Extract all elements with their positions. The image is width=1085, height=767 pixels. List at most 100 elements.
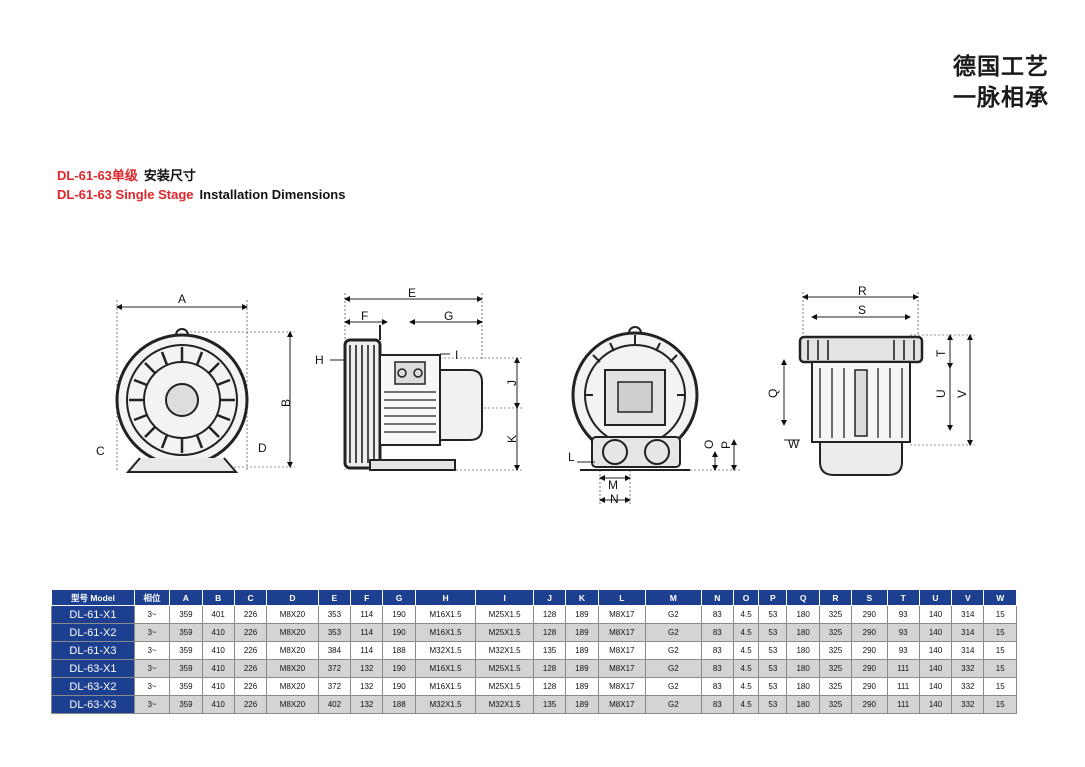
table-cell: M8X17	[597, 695, 647, 714]
heading-en-title: Installation Dimensions	[199, 187, 346, 202]
table-cell: 15	[983, 659, 1017, 678]
table-cell: 4.5	[732, 659, 760, 678]
table-cell: G2	[645, 641, 702, 660]
dim-label-u: U	[934, 389, 948, 398]
table-cell: 226	[233, 641, 268, 660]
model-cell: DL-61-X3	[51, 641, 135, 660]
table-cell: M25X1.5	[475, 605, 534, 624]
table-cell: 226	[233, 659, 268, 678]
table-cell: 190	[382, 677, 416, 696]
dim-label-w: W	[788, 437, 800, 451]
rear-view-drawing	[571, 326, 740, 505]
table-cell: 4.5	[732, 695, 760, 714]
dim-label-j: J	[505, 380, 519, 386]
table-cell: 128	[532, 605, 567, 624]
slogan-line-2: 一脉相承	[953, 85, 1049, 111]
column-header: 型号 Model	[51, 589, 135, 606]
table-cell: 372	[317, 677, 352, 696]
table-cell: 3~	[133, 659, 171, 678]
table-cell: 290	[851, 623, 888, 642]
column-header: V	[951, 589, 985, 606]
column-header: W	[983, 589, 1017, 606]
column-header: 相位	[133, 589, 171, 606]
installation-drawing: A B C D E F G H I J K L M N O P Q R S T …	[96, 284, 975, 506]
column-header: S	[851, 589, 888, 606]
column-header: E	[317, 589, 352, 606]
dim-label-e: E	[408, 286, 416, 300]
table-cell: 226	[233, 605, 268, 624]
dim-label-h: H	[315, 353, 324, 367]
column-header: A	[169, 589, 203, 606]
table-cell: 111	[886, 695, 920, 714]
table-cell: 189	[565, 641, 599, 660]
column-header: M	[645, 589, 702, 606]
table-cell: M8X17	[597, 641, 647, 660]
table-cell: M8X17	[597, 605, 647, 624]
table-cell: 189	[565, 695, 599, 714]
table-cell: 111	[886, 659, 920, 678]
slogan: 德国工艺 一脉相承	[953, 52, 1049, 114]
column-header: K	[565, 589, 599, 606]
table-cell: 410	[201, 641, 235, 660]
table-cell: 353	[317, 623, 352, 642]
table-cell: 180	[786, 623, 820, 642]
side-view-drawing	[330, 293, 522, 471]
dim-label-l: L	[568, 450, 575, 464]
table-cell: 128	[532, 623, 567, 642]
table-cell: 140	[918, 623, 953, 642]
column-header: U	[918, 589, 953, 606]
table-cell: 359	[169, 623, 203, 642]
table-cell: 189	[565, 677, 599, 696]
dim-label-k: K	[505, 435, 519, 443]
table-cell: 314	[951, 623, 985, 642]
table-cell: 332	[951, 695, 985, 714]
table-cell: 128	[532, 677, 567, 696]
model-cell: DL-63-X1	[51, 659, 135, 678]
table-cell: 353	[317, 605, 352, 624]
table-cell: 4.5	[732, 623, 760, 642]
column-header: O	[732, 589, 760, 606]
table-cell: M32X1.5	[475, 695, 534, 714]
front-view-drawing	[115, 300, 295, 473]
table-cell: 83	[700, 605, 734, 624]
column-header: D	[266, 589, 319, 606]
table-cell: 180	[786, 677, 820, 696]
table-cell: 53	[758, 659, 788, 678]
table-cell: 140	[918, 695, 953, 714]
table-cell: 180	[786, 659, 820, 678]
table-cell: 93	[886, 623, 920, 642]
column-header: P	[758, 589, 788, 606]
dim-label-g: G	[444, 309, 453, 323]
table-cell: 83	[700, 677, 734, 696]
table-cell: 401	[201, 605, 235, 624]
dim-label-t: T	[934, 349, 948, 357]
table-cell: 3~	[133, 641, 171, 660]
table-cell: 53	[758, 623, 788, 642]
column-header: T	[886, 589, 920, 606]
table-cell: M25X1.5	[475, 623, 534, 642]
model-cell: DL-61-X2	[51, 623, 135, 642]
table-cell: M16X1.5	[414, 623, 477, 642]
table-cell: 325	[818, 641, 853, 660]
dim-label-c: C	[96, 444, 105, 458]
table-cell: M8X17	[597, 623, 647, 642]
table-cell: 189	[565, 605, 599, 624]
table-cell: 93	[886, 641, 920, 660]
table-cell: 325	[818, 605, 853, 624]
table-cell: 4.5	[732, 641, 760, 660]
table-cell: G2	[645, 659, 702, 678]
table-cell: G2	[645, 623, 702, 642]
table-cell: M32X1.5	[414, 641, 477, 660]
table-cell: M8X20	[266, 641, 319, 660]
table-cell: 135	[532, 695, 567, 714]
table-cell: 359	[169, 695, 203, 714]
table-cell: 372	[317, 659, 352, 678]
table-cell: 3~	[133, 605, 171, 624]
table-cell: 128	[532, 659, 567, 678]
dim-label-r: R	[858, 284, 867, 298]
dim-label-q: Q	[766, 389, 780, 398]
table-cell: 290	[851, 677, 888, 696]
